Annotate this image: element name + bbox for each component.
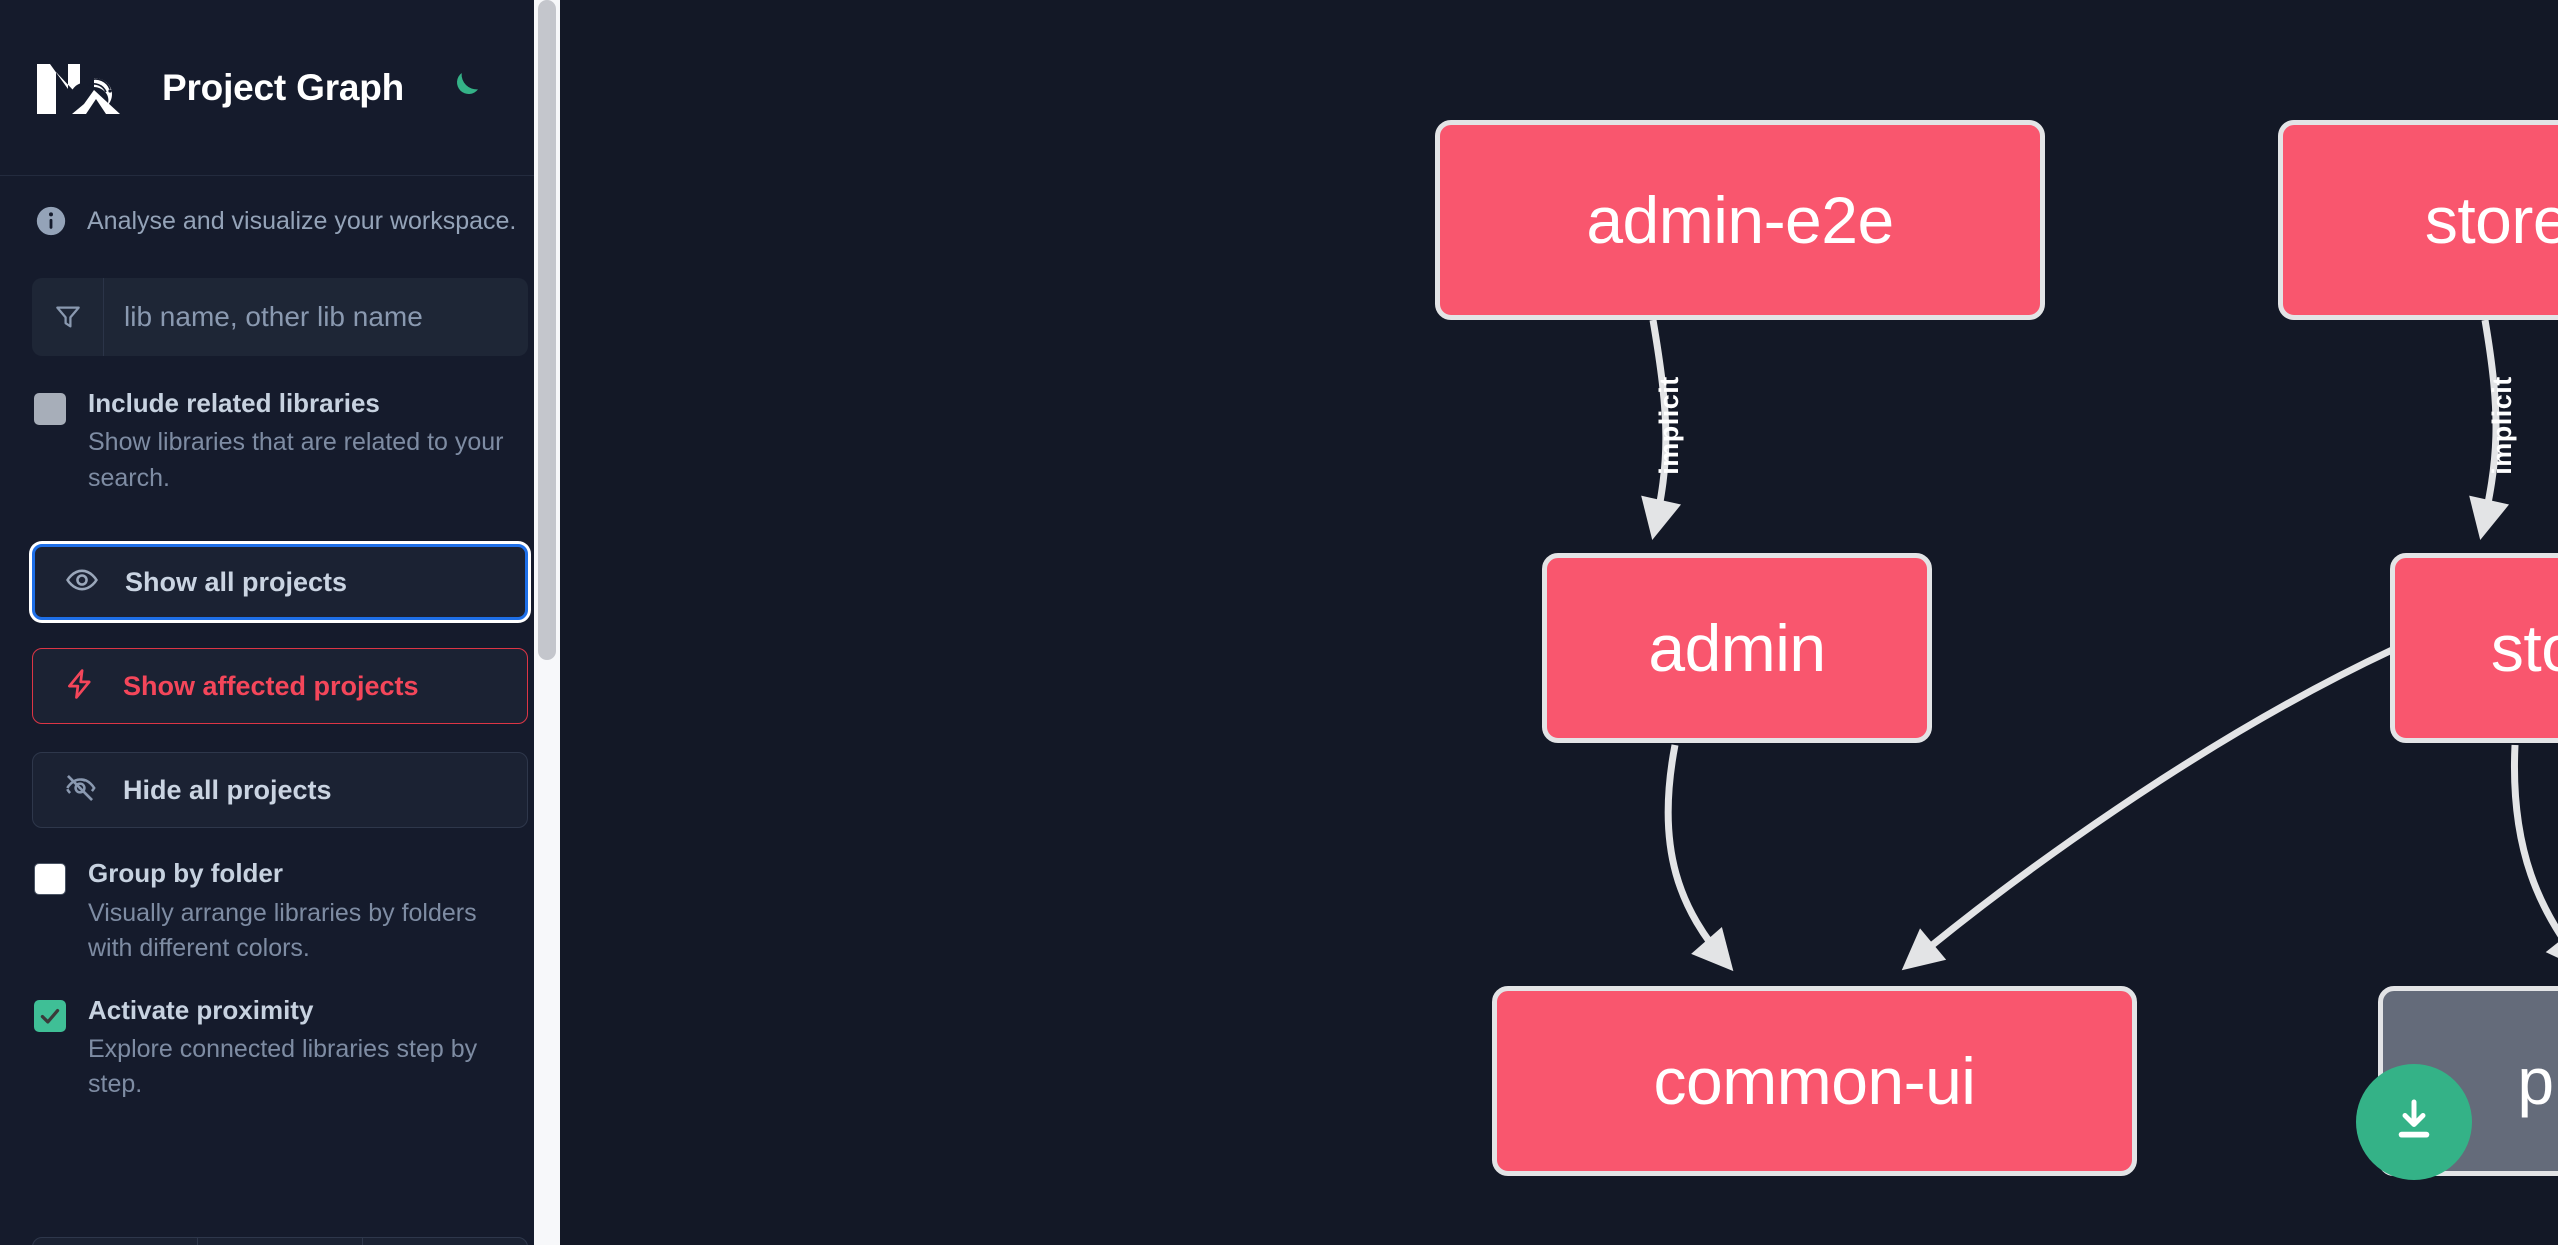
- graph-node-store-e2e-label: store-e2e: [2424, 183, 2558, 257]
- moon-icon[interactable]: [440, 65, 486, 111]
- activate-proximity-label: Activate proximity: [88, 994, 314, 1025]
- graph-node-admin-e2e-label: admin-e2e: [1586, 183, 1894, 257]
- include-related-libraries-label: Include related libraries: [88, 388, 380, 418]
- info-icon: [34, 204, 68, 238]
- graph-node-common-ui[interactable]: common-ui: [1492, 986, 2137, 1176]
- bottom-button-group-partial[interactable]: [32, 1237, 528, 1245]
- edge-store-e2e-to-store: [2469, 319, 2510, 540]
- download-button[interactable]: [2356, 1064, 2472, 1180]
- graph-canvas[interactable]: implicit implicit admin-e2e store-e2e ad…: [560, 0, 2558, 1245]
- include-related-libraries-checkbox[interactable]: [34, 393, 66, 425]
- hide-all-projects-button[interactable]: Hide all projects: [32, 752, 528, 829]
- eye-icon: [65, 563, 99, 602]
- checkbox-row-include-related-libraries[interactable]: Include related libraries Show libraries…: [32, 386, 528, 496]
- graph-node-admin-e2e[interactable]: admin-e2e: [1435, 120, 2045, 320]
- group-by-folder-label: Group by folder: [88, 858, 283, 889]
- sidebar-body: Include related libraries Show libraries…: [0, 278, 560, 1103]
- checkbox-row-activate-proximity[interactable]: Activate proximity Explore connected lib…: [32, 993, 528, 1103]
- activate-proximity-checkbox[interactable]: [34, 999, 66, 1032]
- search-field-wrapper[interactable]: [32, 278, 528, 356]
- bottom-button-group-segment-2[interactable]: [198, 1238, 363, 1245]
- bottom-button-group-segment-3[interactable]: [363, 1238, 527, 1245]
- sidebar-scrollbar-track[interactable]: [534, 0, 560, 1245]
- checkbox-row-group-by-folder[interactable]: Group by folder Visually arrange librari…: [32, 856, 528, 966]
- sidebar-subtitle-row: Analyse and visualize your workspace.: [0, 176, 560, 260]
- search-input[interactable]: [104, 278, 528, 356]
- graph-node-products-label: products: [2517, 1044, 2558, 1118]
- edge-store-to-common-ui: [1901, 646, 2394, 971]
- lightning-icon: [63, 667, 97, 706]
- check-icon: [40, 1008, 60, 1024]
- sidebar-subtitle-text: Analyse and visualize your workspace.: [87, 206, 517, 235]
- activate-proximity-description: Explore connected libraries step by step…: [88, 1034, 478, 1099]
- show-all-projects-label: Show all projects: [125, 566, 348, 597]
- nx-logo-icon: [34, 58, 126, 118]
- hide-all-projects-label: Hide all projects: [123, 774, 332, 805]
- edge-label-implicit-store: implicit: [2486, 376, 2517, 475]
- graph-node-store-e2e[interactable]: store-e2e: [2278, 120, 2558, 320]
- edge-admin-e2e-to-admin: [1641, 319, 1682, 540]
- group-by-folder-checkbox[interactable]: [34, 863, 66, 896]
- edge-admin-to-common-ui: [1664, 744, 1734, 972]
- edge-store-to-products: [2510, 744, 2558, 972]
- eye-off-icon: [63, 771, 97, 810]
- download-icon: [2387, 1093, 2441, 1152]
- graph-node-store[interactable]: store: [2390, 553, 2558, 743]
- app-title: Project Graph: [162, 66, 405, 108]
- sidebar: Project Graph Analyse and visualize your…: [0, 0, 560, 1245]
- show-affected-projects-button[interactable]: Show affected projects: [32, 648, 528, 725]
- group-by-folder-description: Visually arrange libraries by folders wi…: [88, 898, 477, 963]
- sidebar-scrollbar-thumb[interactable]: [538, 0, 556, 660]
- bottom-button-group-segment-1[interactable]: [33, 1238, 198, 1245]
- graph-node-common-ui-label: common-ui: [1653, 1044, 1976, 1118]
- filter-icon: [32, 278, 104, 356]
- show-affected-projects-label: Show affected projects: [123, 670, 419, 701]
- project-visibility-buttons: Show all projects Show affected projects: [32, 544, 528, 829]
- include-related-libraries-description: Show libraries that are related to your …: [88, 428, 504, 492]
- show-all-projects-button[interactable]: Show all projects: [32, 544, 528, 621]
- graph-node-store-label: store: [2490, 611, 2558, 685]
- graph-edges: [1641, 319, 2558, 972]
- sidebar-header: Project Graph: [0, 0, 560, 176]
- graph-node-admin[interactable]: admin: [1542, 553, 1932, 743]
- edge-label-implicit-admin: implicit: [1653, 376, 1684, 475]
- graph-node-admin-label: admin: [1648, 611, 1826, 685]
